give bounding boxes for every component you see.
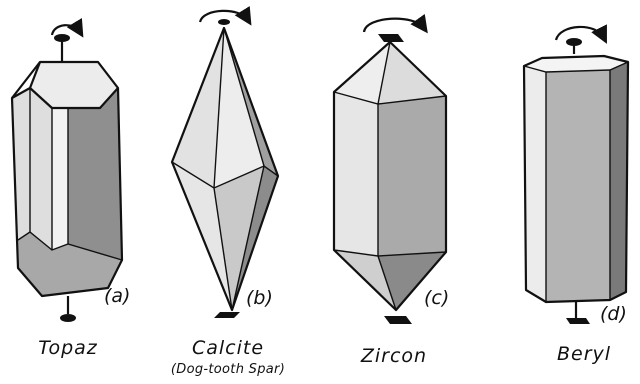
topaz-caption: Topaz [38,337,98,359]
calcite-rotation-arrow-icon [198,6,252,26]
calcite-mark: (b) [246,287,273,309]
topaz-crystal: (a) Topaz [10,18,130,359]
beryl-rotation-arrow-icon [554,24,607,54]
topaz-rotation-arrow-icon [50,18,84,62]
calcite-subtitle: (Dog-tooth Spar) [171,362,285,377]
zircon-crystal: (c) Zircon [332,13,449,367]
topaz-mark: (a) [104,285,130,307]
zircon-lower-axis [384,316,412,324]
beryl-caption: Beryl [557,343,611,365]
zircon-mark: (c) [424,287,449,309]
zircon-rotation-arrow-icon [362,13,428,42]
topaz-lower-axis [60,296,76,322]
beryl-crystal: (d) Beryl [522,24,630,365]
calcite-caption: Calcite [192,337,264,359]
beryl-lower-axis [566,302,590,324]
beryl-mark: (d) [600,303,627,325]
calcite-lower-axis [214,312,240,318]
zircon-caption: Zircon [360,345,427,367]
calcite-crystal: (b) Calcite (Dog-tooth Spar) [170,6,285,377]
